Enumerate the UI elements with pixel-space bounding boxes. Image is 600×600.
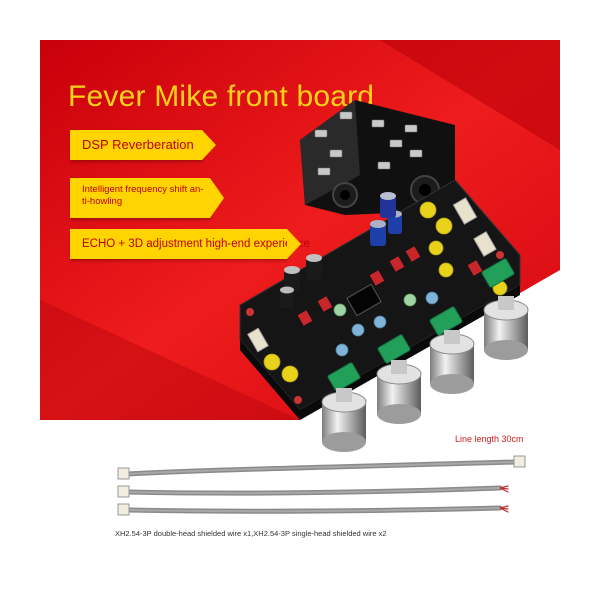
- xh-connectors: [117, 455, 526, 516]
- knob-2: [376, 360, 422, 424]
- wire-caption: XH2.54-3P double-head shielded wire x1,X…: [115, 529, 387, 538]
- tag-arrow-icon: [202, 130, 216, 160]
- feature-tag-label: DSP Reverberation: [82, 137, 194, 152]
- feature-tag-dsp: DSP Reverberation: [70, 130, 216, 160]
- audio-jack-block: [300, 100, 455, 215]
- feature-tag-label-line2: ti-howling: [82, 196, 123, 207]
- pcb-board: [239, 179, 521, 420]
- headline: Fever Mike front board: [68, 80, 375, 113]
- line-length-label: Line length 30cm: [455, 434, 524, 444]
- potentiometer-knobs: [321, 296, 529, 452]
- feature-tag-anti-howling: Intelligent frequency shift an- ti-howli…: [70, 178, 224, 218]
- tag-arrow-icon: [210, 178, 224, 218]
- knob-1: [321, 388, 367, 452]
- shielded-wires: [124, 459, 518, 514]
- knob-4: [483, 296, 529, 360]
- feature-tag-label-line1: Intelligent frequency shift an-: [82, 184, 204, 195]
- feature-tag-label: ECHO + 3D adjustment high-end experience: [82, 238, 310, 250]
- tag-arrow-icon: [287, 229, 301, 259]
- knob-3: [429, 330, 475, 394]
- feature-tag-echo-3d: ECHO + 3D adjustment high-end experience: [70, 229, 310, 259]
